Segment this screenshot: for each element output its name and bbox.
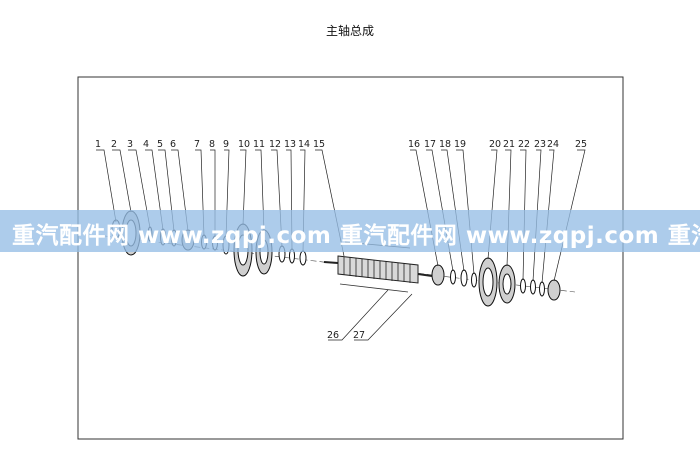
callout-18: 18 bbox=[439, 139, 451, 150]
callout-5: 5 bbox=[157, 139, 163, 150]
callout-7: 7 bbox=[194, 139, 200, 150]
callout-3: 3 bbox=[127, 139, 133, 150]
callout-8: 8 bbox=[209, 139, 215, 150]
callout-6: 6 bbox=[170, 139, 176, 150]
callout-25: 25 bbox=[575, 139, 587, 150]
part-14-ring bbox=[299, 250, 307, 266]
callout-1: 1 bbox=[95, 139, 101, 150]
callout-16: 16 bbox=[408, 139, 420, 150]
callout-10: 10 bbox=[238, 139, 250, 150]
callout-13: 13 bbox=[284, 139, 296, 150]
guide-line-27 bbox=[339, 283, 409, 293]
callout-20: 20 bbox=[489, 139, 501, 150]
part-25-gear bbox=[547, 279, 561, 301]
part-23-ring bbox=[530, 279, 536, 295]
page-title: 主轴总成 bbox=[325, 24, 374, 38]
callout-11: 11 bbox=[253, 139, 265, 150]
callout-17: 17 bbox=[424, 139, 436, 150]
callout-19: 19 bbox=[454, 139, 466, 150]
callout-15: 15 bbox=[313, 139, 325, 150]
part-19-ring bbox=[471, 272, 477, 288]
callout-24: 24 bbox=[547, 139, 559, 150]
part-24-ring bbox=[539, 281, 545, 297]
drawing-frame bbox=[77, 76, 624, 440]
part-22-ring bbox=[520, 278, 526, 294]
part-17-ring bbox=[450, 269, 456, 285]
callout-23: 23 bbox=[534, 139, 546, 150]
watermark-text: 重汽配件网 www.zqpj.com 重汽配件网 www.zqpj.com 重汽… bbox=[12, 223, 700, 249]
callout-22: 22 bbox=[518, 139, 530, 150]
part-16-gear bbox=[431, 264, 445, 286]
callout-21: 21 bbox=[503, 139, 515, 150]
callout-27: 27 bbox=[353, 330, 365, 341]
main-shaft bbox=[323, 255, 433, 284]
callout-14: 14 bbox=[298, 139, 310, 150]
callout-26: 26 bbox=[327, 330, 339, 341]
callout-9: 9 bbox=[223, 139, 229, 150]
callout-labels: 1 2 3 4 5 6 7 8 9 10 11 12 13 14 15 16 1… bbox=[95, 139, 587, 341]
callout-2: 2 bbox=[111, 139, 117, 150]
part-18-ring bbox=[460, 269, 468, 287]
callout-4: 4 bbox=[143, 139, 149, 150]
watermark-banner: 重汽配件网 www.zqpj.com 重汽配件网 www.zqpj.com 重汽… bbox=[0, 210, 700, 252]
callout-12: 12 bbox=[269, 139, 281, 150]
